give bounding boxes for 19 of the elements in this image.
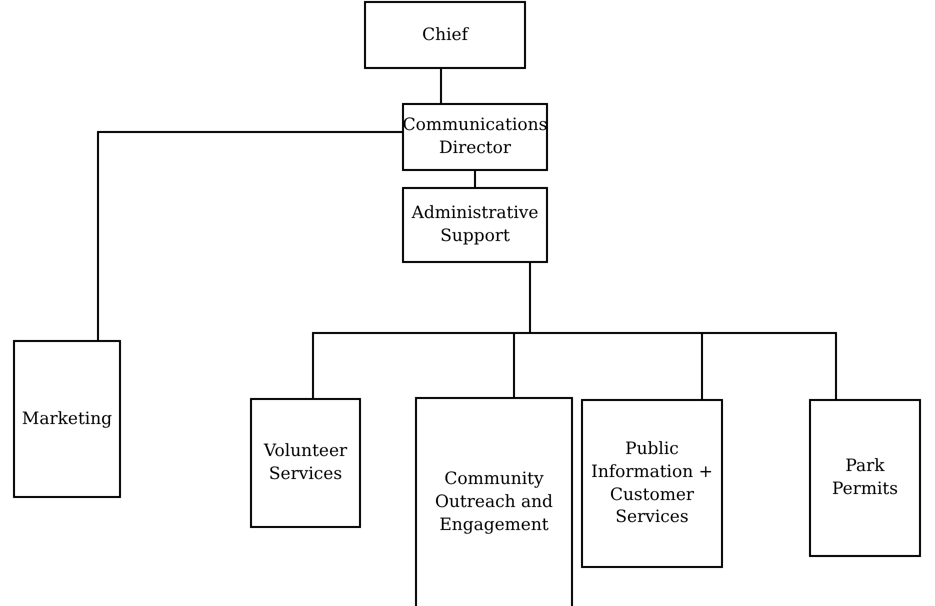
box-label: Chief <box>421 24 470 46</box>
org-box <box>402 103 548 171</box>
box-label: Park Permits <box>831 455 899 501</box>
org-box <box>809 399 921 557</box>
org-box <box>415 397 573 606</box>
org-box <box>13 340 121 498</box>
connector-line <box>474 171 476 187</box>
box-label: Marketing <box>20 408 114 430</box>
box-label: Public Information + Customer Services <box>590 438 714 530</box>
connector-line <box>440 69 442 103</box>
box-label: Communications Director <box>402 114 548 160</box>
connector-line <box>97 131 402 340</box>
org-box <box>581 399 723 568</box>
org-box <box>250 398 361 528</box>
org-box <box>402 187 548 263</box>
box-label: Administrative Support <box>410 202 540 248</box>
box-label: Volunteer Services <box>262 440 348 486</box>
box-label: Community Outreach and Engagement <box>434 468 554 537</box>
org-box <box>364 1 526 69</box>
